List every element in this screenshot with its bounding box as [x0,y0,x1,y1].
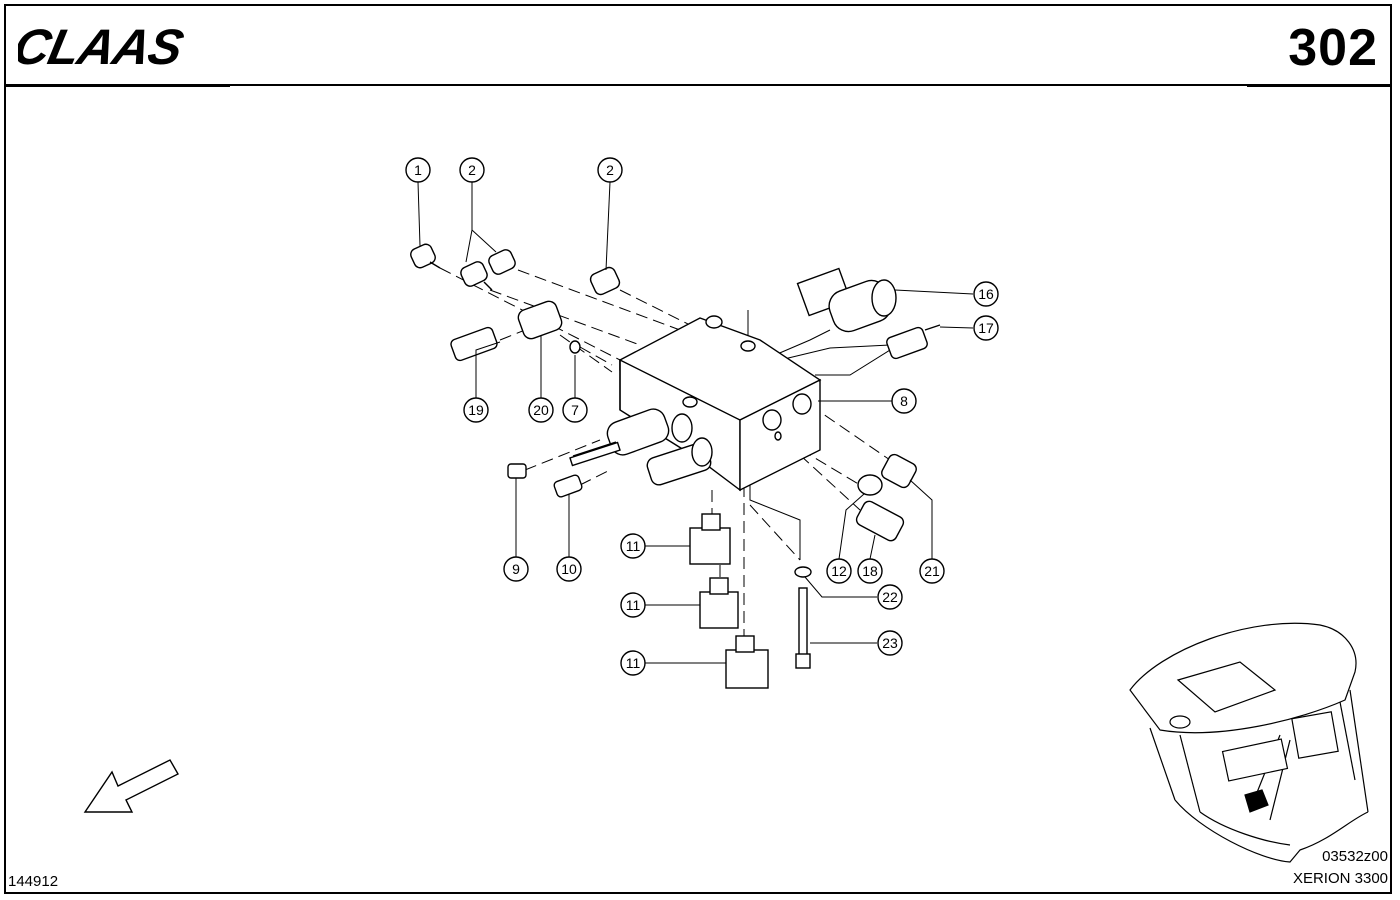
elbow-11b [699,577,739,629]
callout-21: 21 [919,558,945,584]
svg-text:8: 8 [900,393,908,409]
banjo-fitting-20 [517,300,563,340]
header-rule [4,84,1392,86]
svg-text:9: 9 [512,561,520,577]
switch-19 [450,326,498,362]
callout-18: 18 [857,558,883,584]
fitting-10 [553,474,583,498]
fitting-2a [460,261,493,291]
elbow-11a [689,513,731,565]
plug-12 [857,474,883,496]
page-number: 302 [1288,19,1378,77]
plug-9 [507,463,527,479]
fitting-21 [881,453,917,489]
washer-22 [794,566,812,578]
svg-text:20: 20 [533,402,549,418]
callout-12: 12 [826,558,852,584]
svg-text:2: 2 [468,162,476,178]
svg-text:11: 11 [626,538,641,554]
fitting-1 [410,243,441,269]
front-cartridge-lower [646,437,713,486]
svg-text:17: 17 [978,320,994,336]
cab-location-inset [1129,622,1369,863]
svg-text:16: 16 [978,286,994,302]
footer-left-code: 144912 [8,873,59,890]
o-ring-7 [569,340,581,354]
callout-23: 23 [877,630,903,656]
header-underline-right [1247,84,1392,87]
svg-text:23: 23 [882,635,898,651]
callout-1: 1 [405,157,431,183]
svg-text:12: 12 [831,563,847,579]
svg-text:11: 11 [626,597,641,613]
callout-17: 17 [973,315,999,341]
claas-logo: CLAAS [18,20,189,70]
callout-2b: 2 [597,157,623,183]
fitting-2c [589,266,621,296]
svg-text:19: 19 [468,402,484,418]
svg-text:2: 2 [606,162,614,178]
callout-19: 19 [463,397,489,423]
callout-11b: 11 [620,592,646,618]
brand-wordmark: CLAAS [18,20,189,70]
svg-text:1: 1 [414,162,422,178]
drawing-code: 03532z00 [1322,848,1388,865]
callout-16: 16 [973,281,999,307]
drawing-frame [4,4,1392,894]
pressure-switch-17 [886,324,941,360]
svg-text:11: 11 [626,655,641,671]
solenoid-coil [796,267,897,333]
sensor-18 [855,500,905,542]
callout-11c: 11 [620,650,646,676]
svg-text:10: 10 [561,561,577,577]
bolt-23 [795,587,811,669]
svg-text:7: 7 [571,402,579,418]
elbow-11c [725,635,769,689]
svg-text:18: 18 [862,563,878,579]
model-name: XERION 3300 [1292,870,1388,887]
direction-arrow-icon [83,759,179,813]
footer-right-block: 03532z00 XERION 3300 [1293,846,1388,890]
callout-2a: 2 [459,157,485,183]
header-underline-left [4,84,230,87]
callout-10: 10 [556,556,582,582]
callout-balloons: 1 2 2 16 17 8 19 20 [405,157,999,676]
callout-7: 7 [562,397,588,423]
callout-8: 8 [891,388,917,414]
leader-lines [417,181,974,664]
callout-11a: 11 [620,533,646,559]
svg-text:21: 21 [924,563,940,579]
fitting-2b [488,249,516,275]
front-cartridge-upper [569,408,693,467]
connector-brackets [747,310,891,560]
callout-9: 9 [503,556,529,582]
callout-22: 22 [877,584,903,610]
callout-20: 20 [528,397,554,423]
svg-text:22: 22 [882,589,898,605]
